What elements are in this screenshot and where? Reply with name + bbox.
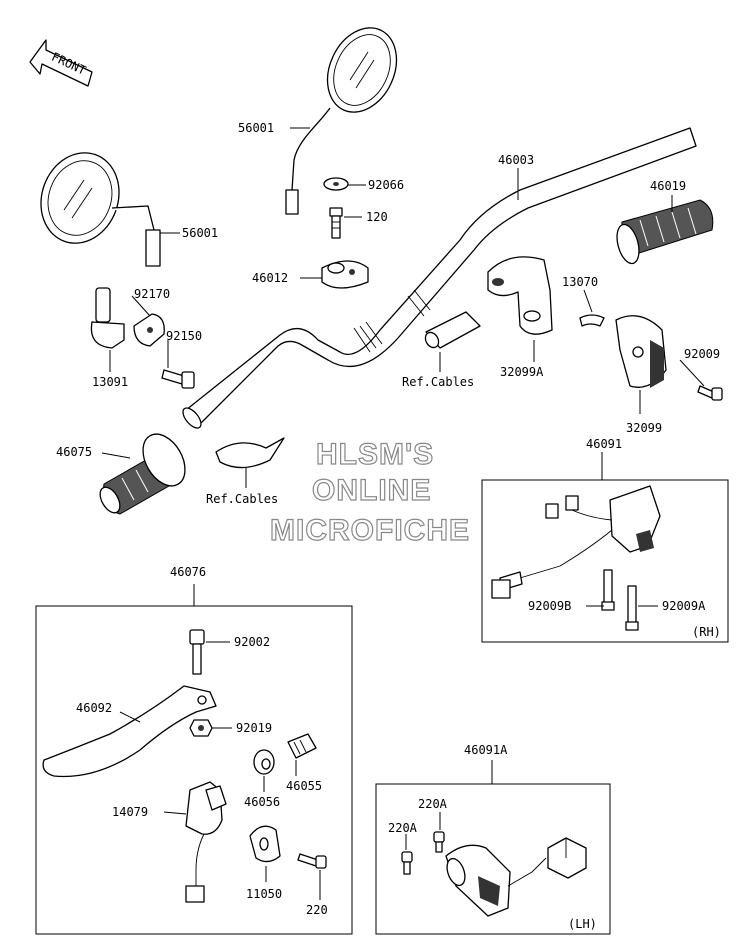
washer-92066-icon bbox=[323, 177, 349, 191]
label-46075: 46075 bbox=[56, 445, 92, 459]
label-32099A: 32099A bbox=[500, 365, 544, 379]
label-13070: 13070 bbox=[562, 275, 598, 289]
label-56001-left: 56001 bbox=[182, 226, 218, 240]
cable-connector-lower-icon bbox=[215, 437, 285, 469]
label-92170: 92170 bbox=[134, 287, 170, 301]
label-14079: 14079 bbox=[112, 805, 148, 819]
watermark-line1: HLSM'S bbox=[316, 438, 434, 471]
label-92002: 92002 bbox=[234, 635, 270, 649]
switch-housing-32099a-icon bbox=[487, 256, 553, 335]
cable-connector-upper-icon bbox=[424, 311, 481, 349]
label-220A-upper: 220A bbox=[418, 797, 448, 811]
part-13070-icon bbox=[579, 314, 605, 327]
switch-46091a-icon bbox=[445, 837, 587, 917]
watermark: HLSM'S ONLINE MICROFICHE bbox=[269, 437, 470, 547]
label-46055: 46055 bbox=[286, 779, 322, 793]
label-46012: 46012 bbox=[252, 271, 288, 285]
label-220A-left: 220A bbox=[388, 821, 418, 835]
bracket-14079-icon bbox=[185, 781, 227, 903]
lh-switch-box bbox=[375, 783, 611, 935]
holder-46012-icon bbox=[321, 260, 369, 289]
label-46076: 46076 bbox=[170, 565, 206, 579]
label-92009A: 92009A bbox=[662, 599, 706, 613]
mirror-left-icon bbox=[40, 152, 161, 267]
bolt-92002-icon bbox=[189, 629, 205, 675]
front-arrow-icon: FRONT bbox=[29, 39, 93, 87]
grip-46075-icon bbox=[99, 433, 186, 515]
label-46003: 46003 bbox=[498, 153, 534, 167]
label-46056: 46056 bbox=[244, 795, 280, 809]
label-92066: 92066 bbox=[368, 178, 404, 192]
label-92009B: 92009B bbox=[528, 599, 571, 613]
label-92150: 92150 bbox=[166, 329, 202, 343]
clamp-13091-icon bbox=[90, 287, 165, 349]
label-ref-cables-upper: Ref.Cables bbox=[402, 375, 474, 389]
adjuster-46055-icon bbox=[287, 733, 317, 759]
rh-tag: (RH) bbox=[692, 625, 721, 639]
switch-46091-icon bbox=[491, 485, 661, 599]
grip-46019-icon bbox=[616, 199, 714, 265]
label-120: 120 bbox=[366, 210, 388, 224]
nut-92019-icon bbox=[189, 719, 213, 737]
watermark-line3: MICROFICHE bbox=[270, 514, 470, 547]
clamp-11050-icon bbox=[249, 825, 281, 863]
label-46091: 46091 bbox=[586, 437, 622, 451]
screw-220a-upper-icon bbox=[433, 831, 445, 853]
label-46091A: 46091A bbox=[464, 743, 508, 757]
nut-46056-icon bbox=[253, 749, 275, 775]
lh-tag: (LH) bbox=[568, 917, 597, 931]
label-46019: 46019 bbox=[650, 179, 686, 193]
label-13091: 13091 bbox=[92, 375, 128, 389]
label-92019: 92019 bbox=[236, 721, 272, 735]
screw-92009a-icon bbox=[625, 585, 639, 631]
screw-220a-left-icon bbox=[401, 851, 413, 875]
handlebar-46003-icon bbox=[182, 127, 697, 429]
lever-46092-icon bbox=[42, 685, 217, 778]
mirror-upper-icon bbox=[285, 27, 398, 215]
watermark-line2: ONLINE bbox=[312, 474, 431, 507]
label-56001-upper: 56001 bbox=[238, 121, 274, 135]
label-220: 220 bbox=[306, 903, 328, 917]
label-32099: 32099 bbox=[626, 421, 662, 435]
label-92009: 92009 bbox=[684, 347, 720, 361]
label-ref-cables-lower: Ref.Cables bbox=[206, 492, 278, 506]
switch-housing-32099-icon bbox=[615, 315, 667, 388]
screw-220-icon bbox=[297, 853, 327, 869]
bolt-92150-icon bbox=[161, 369, 195, 389]
screw-92009-icon bbox=[697, 385, 723, 401]
bolt-120-icon bbox=[329, 207, 343, 239]
screw-92009b-icon bbox=[601, 569, 615, 611]
label-46092: 46092 bbox=[76, 701, 112, 715]
label-11050: 11050 bbox=[246, 887, 282, 901]
rh-switch-box bbox=[481, 479, 729, 643]
